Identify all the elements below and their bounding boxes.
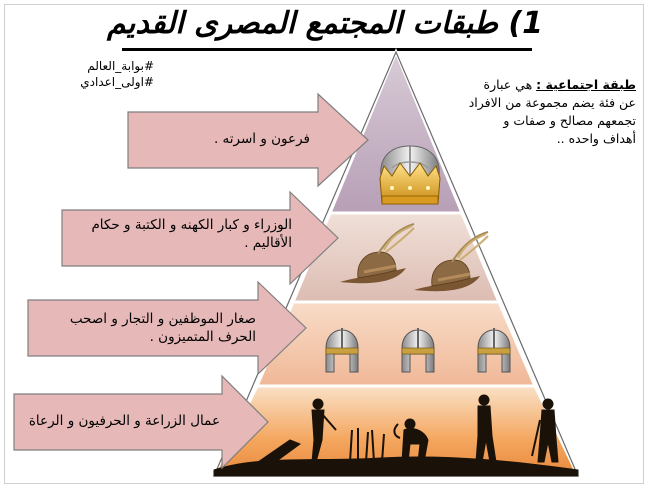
definition-term: طبقة اجتماعية : [536, 77, 636, 92]
helmet-icon [477, 328, 511, 373]
page-title: 1) طبقات المجتمع المصرى القديم [107, 6, 543, 41]
definition-box: طبقة اجتماعية : هي عبارة عن فئة يضم مجمو… [468, 76, 636, 148]
helmet-icon [401, 328, 435, 373]
level-label: عمال الزراعة و الحرفيون و الرعاة [28, 413, 220, 429]
hashtag: #اولى_اعدادي [80, 75, 154, 89]
feathered-hat-icon [340, 223, 415, 284]
hashtag: #بوابة_العالم [87, 59, 154, 73]
level-label: فرعون و اسرته . [213, 131, 310, 147]
arrow-level-4 [13, 374, 269, 470]
crown-icon [379, 145, 441, 205]
arrow-level-2 [61, 190, 339, 286]
helmet-icon [325, 328, 359, 373]
title-underline [122, 48, 532, 51]
level-label: الوزراء و كبار الكهنه و الكتبة و حكام ال… [91, 217, 292, 251]
level-label: صغار الموظفين و التجار و اصحب الحرف المت… [69, 311, 256, 345]
arrow-level-3 [27, 280, 307, 376]
slide-frame [4, 4, 644, 484]
farm-workers-silhouette [213, 394, 579, 477]
hashtags: #بوابة_العالم #اولى_اعدادي [64, 58, 154, 90]
definition-text: هي عبارة عن فئة يضم مجموعة من الافراد تج… [468, 77, 636, 146]
feathered-hat-icon [414, 231, 489, 292]
arrow-level-1 [127, 92, 369, 188]
